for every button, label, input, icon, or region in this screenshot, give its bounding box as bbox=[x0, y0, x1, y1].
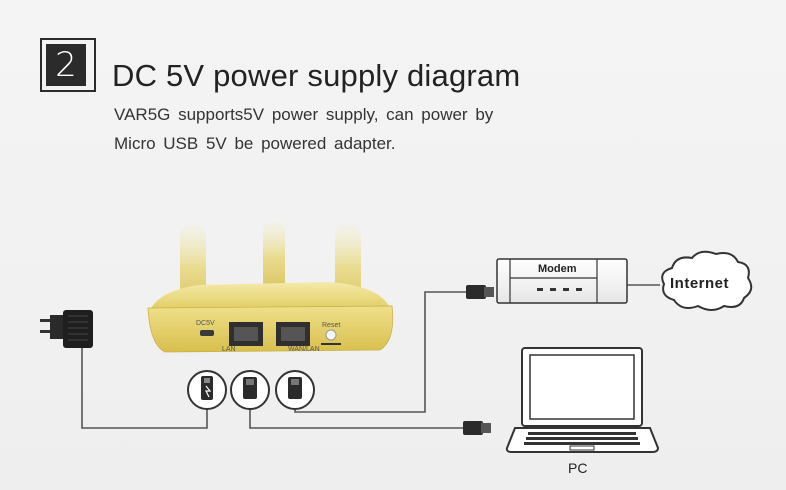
wan-connector-icon bbox=[275, 370, 315, 410]
router-front bbox=[147, 305, 394, 353]
description-line-1: VAR5G supports5V power supply, can power… bbox=[114, 105, 494, 124]
step-badge-frame bbox=[40, 38, 96, 92]
usb-connector-icon bbox=[187, 370, 227, 410]
router bbox=[147, 282, 394, 353]
reset-label: Reset bbox=[322, 322, 341, 329]
wan-cable bbox=[294, 291, 468, 413]
lan-cable bbox=[249, 408, 465, 429]
dc-port bbox=[200, 330, 214, 336]
power-cable bbox=[81, 345, 208, 429]
cables bbox=[81, 284, 660, 429]
pc-plug-icon bbox=[463, 421, 491, 435]
reset-button bbox=[325, 329, 337, 341]
dc-port-label: DC5V bbox=[196, 320, 215, 327]
modem-icon bbox=[496, 258, 628, 304]
modem-label: Modem bbox=[538, 263, 577, 275]
description-line-2: Micro USB 5V be powered adapter. bbox=[114, 134, 396, 153]
internet-label: Internet bbox=[670, 275, 730, 292]
lan-connector-icon bbox=[230, 370, 270, 410]
page-title: DC 5V power supply diagram bbox=[112, 58, 521, 93]
lan-port-label: LAN bbox=[222, 346, 236, 353]
antenna-middle bbox=[263, 222, 285, 292]
power-adapter-icon bbox=[40, 310, 93, 348]
internet-cloud-icon bbox=[661, 250, 753, 311]
step-number: 2 bbox=[46, 44, 86, 86]
pc-label: PC bbox=[568, 460, 588, 476]
modem-plug-icon bbox=[466, 285, 494, 299]
wan-port-label: WAN/LAN bbox=[288, 346, 320, 353]
step-badge: 2 bbox=[40, 38, 98, 94]
laptop-icon bbox=[505, 347, 660, 453]
description: VAR5G supports5V power supply, can power… bbox=[114, 100, 534, 158]
router-top bbox=[150, 282, 390, 310]
